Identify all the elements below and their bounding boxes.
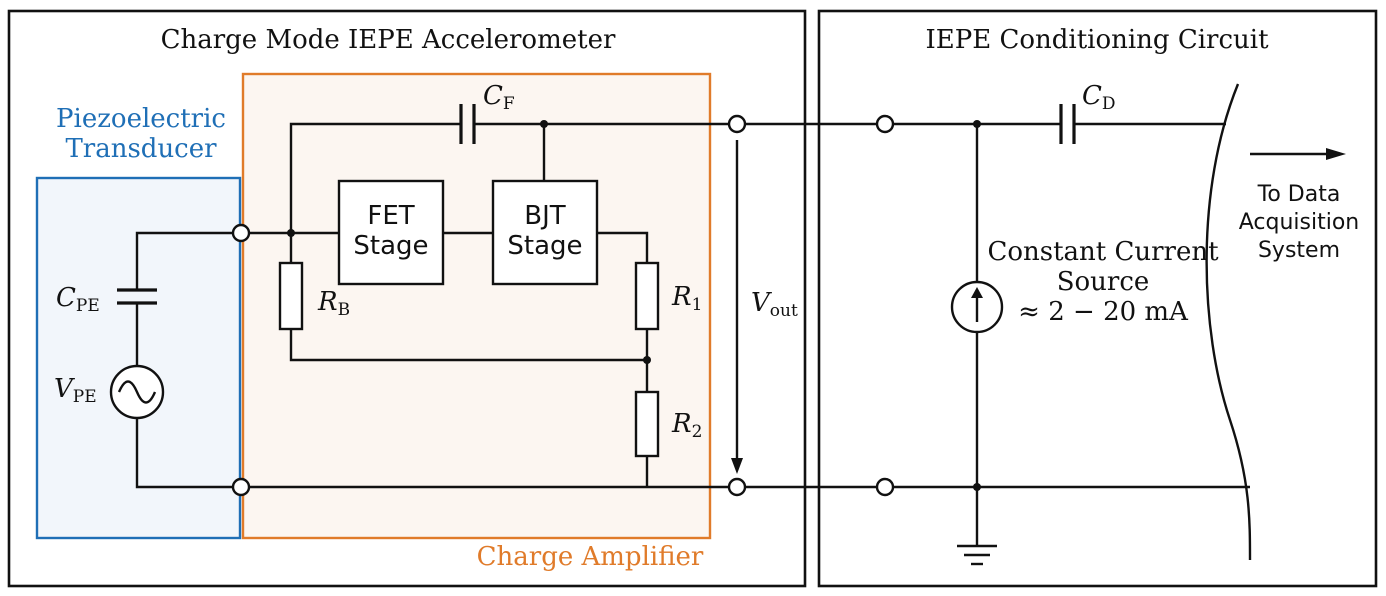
terminal-input-bottom [875,477,895,497]
up-arrow-icon [971,287,983,298]
junction-dot [973,120,981,128]
output-label-line1: To Data [1257,182,1341,207]
accelerometer-title: Charge Mode IEPE Accelerometer [161,25,616,55]
r1-label: R1 [671,282,702,315]
source-label-line1: Constant Current [987,237,1219,267]
transducer-top-wire [135,231,233,290]
output-label-line3: System [1258,238,1340,263]
output-label-line2: Acquisition [1239,210,1360,235]
rb-resistor [278,261,304,331]
cable-break-line [1205,83,1252,561]
terminal-input-top [875,114,895,134]
transducer-box [35,176,242,540]
rb-bottom-wire [289,329,647,362]
junction-dot [540,120,548,128]
vout-arrowhead [731,458,743,474]
r1-resistor [634,261,660,331]
junction-dot [287,229,295,237]
fet-label-line1: FET [367,201,414,231]
terminal-transducer-bottom [231,477,251,497]
amplifier-title: Charge Amplifier [477,542,704,572]
amplifier-box [241,72,712,540]
terminal-transducer-top [231,223,251,243]
rb-label: RB [317,287,350,320]
r2-label: R2 [671,409,702,442]
transducer-title-line1: Piezoelectric [56,104,226,134]
bjt-label-line2: Stage [507,231,582,261]
bjt-label-line1: BJT [524,201,566,231]
vout-label: Vout [751,288,798,321]
conditioning-frame [817,9,1378,588]
conditioning-title: IEPE Conditioning Circuit [925,25,1269,55]
cpe-label: CPE [56,283,100,316]
feedback-wire-left [289,122,461,233]
right-arrow-icon [1326,148,1346,160]
cf-label: CF [483,81,515,114]
junction-dot [973,483,981,491]
accelerometer-frame [7,9,807,588]
r1-top-wire [597,231,649,263]
fet-label-line2: Stage [353,231,428,261]
fet-stage [337,179,445,286]
transducer-title-line2: Transducer [65,134,217,164]
source-range: ≈ 2 − 20 mA [1018,297,1189,327]
transducer-bottom-wire [135,418,233,489]
r2-resistor [634,390,660,458]
junction-dot [643,356,651,364]
vpe-label: VPE [54,374,97,407]
sine-icon [117,380,157,404]
cd-label: CD [1082,81,1116,114]
source-label-line2: Source [1057,267,1150,297]
terminal-output-top [727,114,747,134]
terminal-output-bottom [727,477,747,497]
